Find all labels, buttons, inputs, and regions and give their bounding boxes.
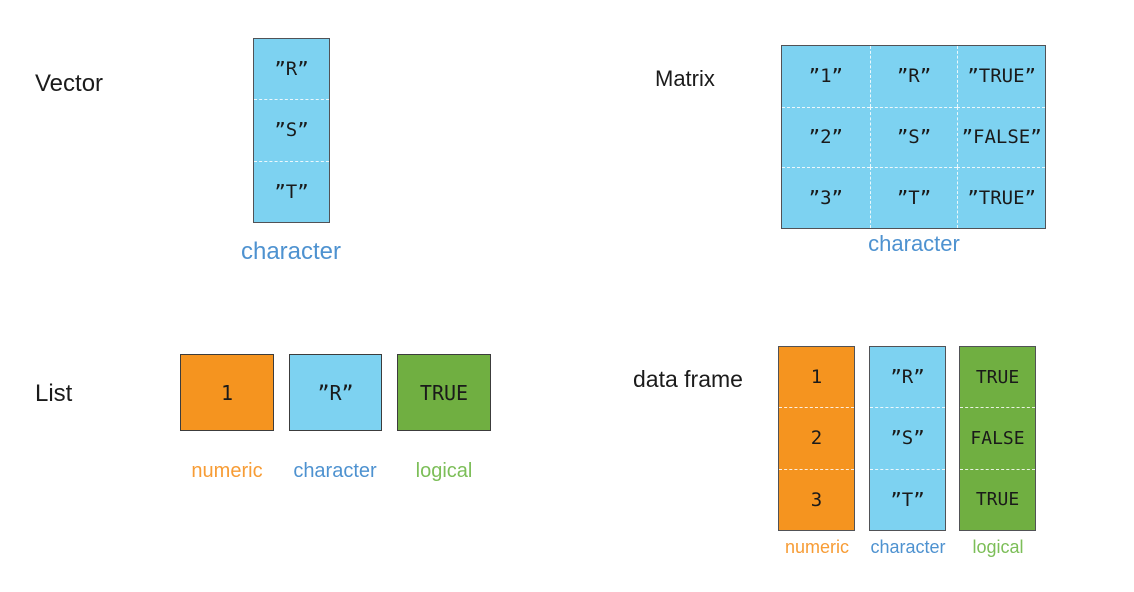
vector-cell: ”T”	[254, 160, 329, 222]
data-frame-column-numeric: 1 2 3	[778, 346, 855, 531]
list-type-label-logical: logical	[415, 460, 473, 482]
data-frame-type-label-logical: logical	[972, 537, 1024, 557]
matrix-cell: ”2”	[782, 106, 870, 168]
data-frame-cell: ”T”	[870, 468, 945, 530]
matrix-cell: ”R”	[869, 46, 958, 107]
matrix-grid: ”1” ”R” ”TRUE” ”2” ”S” ”FALSE” ”3” ”T” ”…	[781, 45, 1046, 229]
data-frame-column-character: ”R” ”S” ”T”	[869, 346, 946, 531]
data-frame-cell: 1	[810, 366, 823, 389]
data-frame-cell: FALSE	[960, 407, 1035, 468]
data-frame-cell: 3	[779, 468, 854, 530]
matrix-cell: ”FALSE”	[957, 106, 1045, 168]
matrix-cell: ”S”	[869, 106, 958, 168]
data-frame-cell: TRUE	[975, 366, 1020, 388]
vector-column: ”R” ”S” ”T”	[253, 38, 330, 223]
data-frame-cell: 2	[779, 407, 854, 468]
data-frame-title: data frame	[633, 366, 743, 392]
vector-cell: ”R”	[274, 58, 309, 81]
vector-cell: ”S”	[254, 99, 329, 160]
data-frame-type-label-character: character	[870, 537, 946, 557]
data-frame-cell: ”R”	[890, 366, 925, 389]
matrix-cell: ”T”	[869, 167, 958, 228]
matrix-type-label: character	[868, 231, 960, 256]
matrix-cell: ”TRUE”	[957, 167, 1045, 228]
list-item-character: ”R”	[289, 354, 382, 431]
data-frame-column-logical: TRUE FALSE TRUE	[959, 346, 1036, 531]
vector-title: Vector	[35, 70, 104, 97]
list-title: List	[35, 380, 73, 407]
matrix-cell: ”3”	[782, 167, 870, 228]
vector-type-label: character	[240, 238, 342, 265]
matrix-title: Matrix	[655, 66, 715, 91]
list-type-label-numeric: numeric	[191, 460, 263, 482]
data-frame-cell: TRUE	[960, 468, 1035, 530]
list-type-label-character: character	[293, 460, 377, 482]
data-frame-type-label-numeric: numeric	[784, 537, 850, 557]
matrix-cell: ”TRUE”	[957, 46, 1045, 107]
list-item-logical: TRUE	[397, 354, 491, 431]
matrix-cell: ”1”	[808, 65, 843, 88]
list-item-numeric: 1	[180, 354, 274, 431]
data-frame-cell: ”S”	[870, 407, 945, 468]
